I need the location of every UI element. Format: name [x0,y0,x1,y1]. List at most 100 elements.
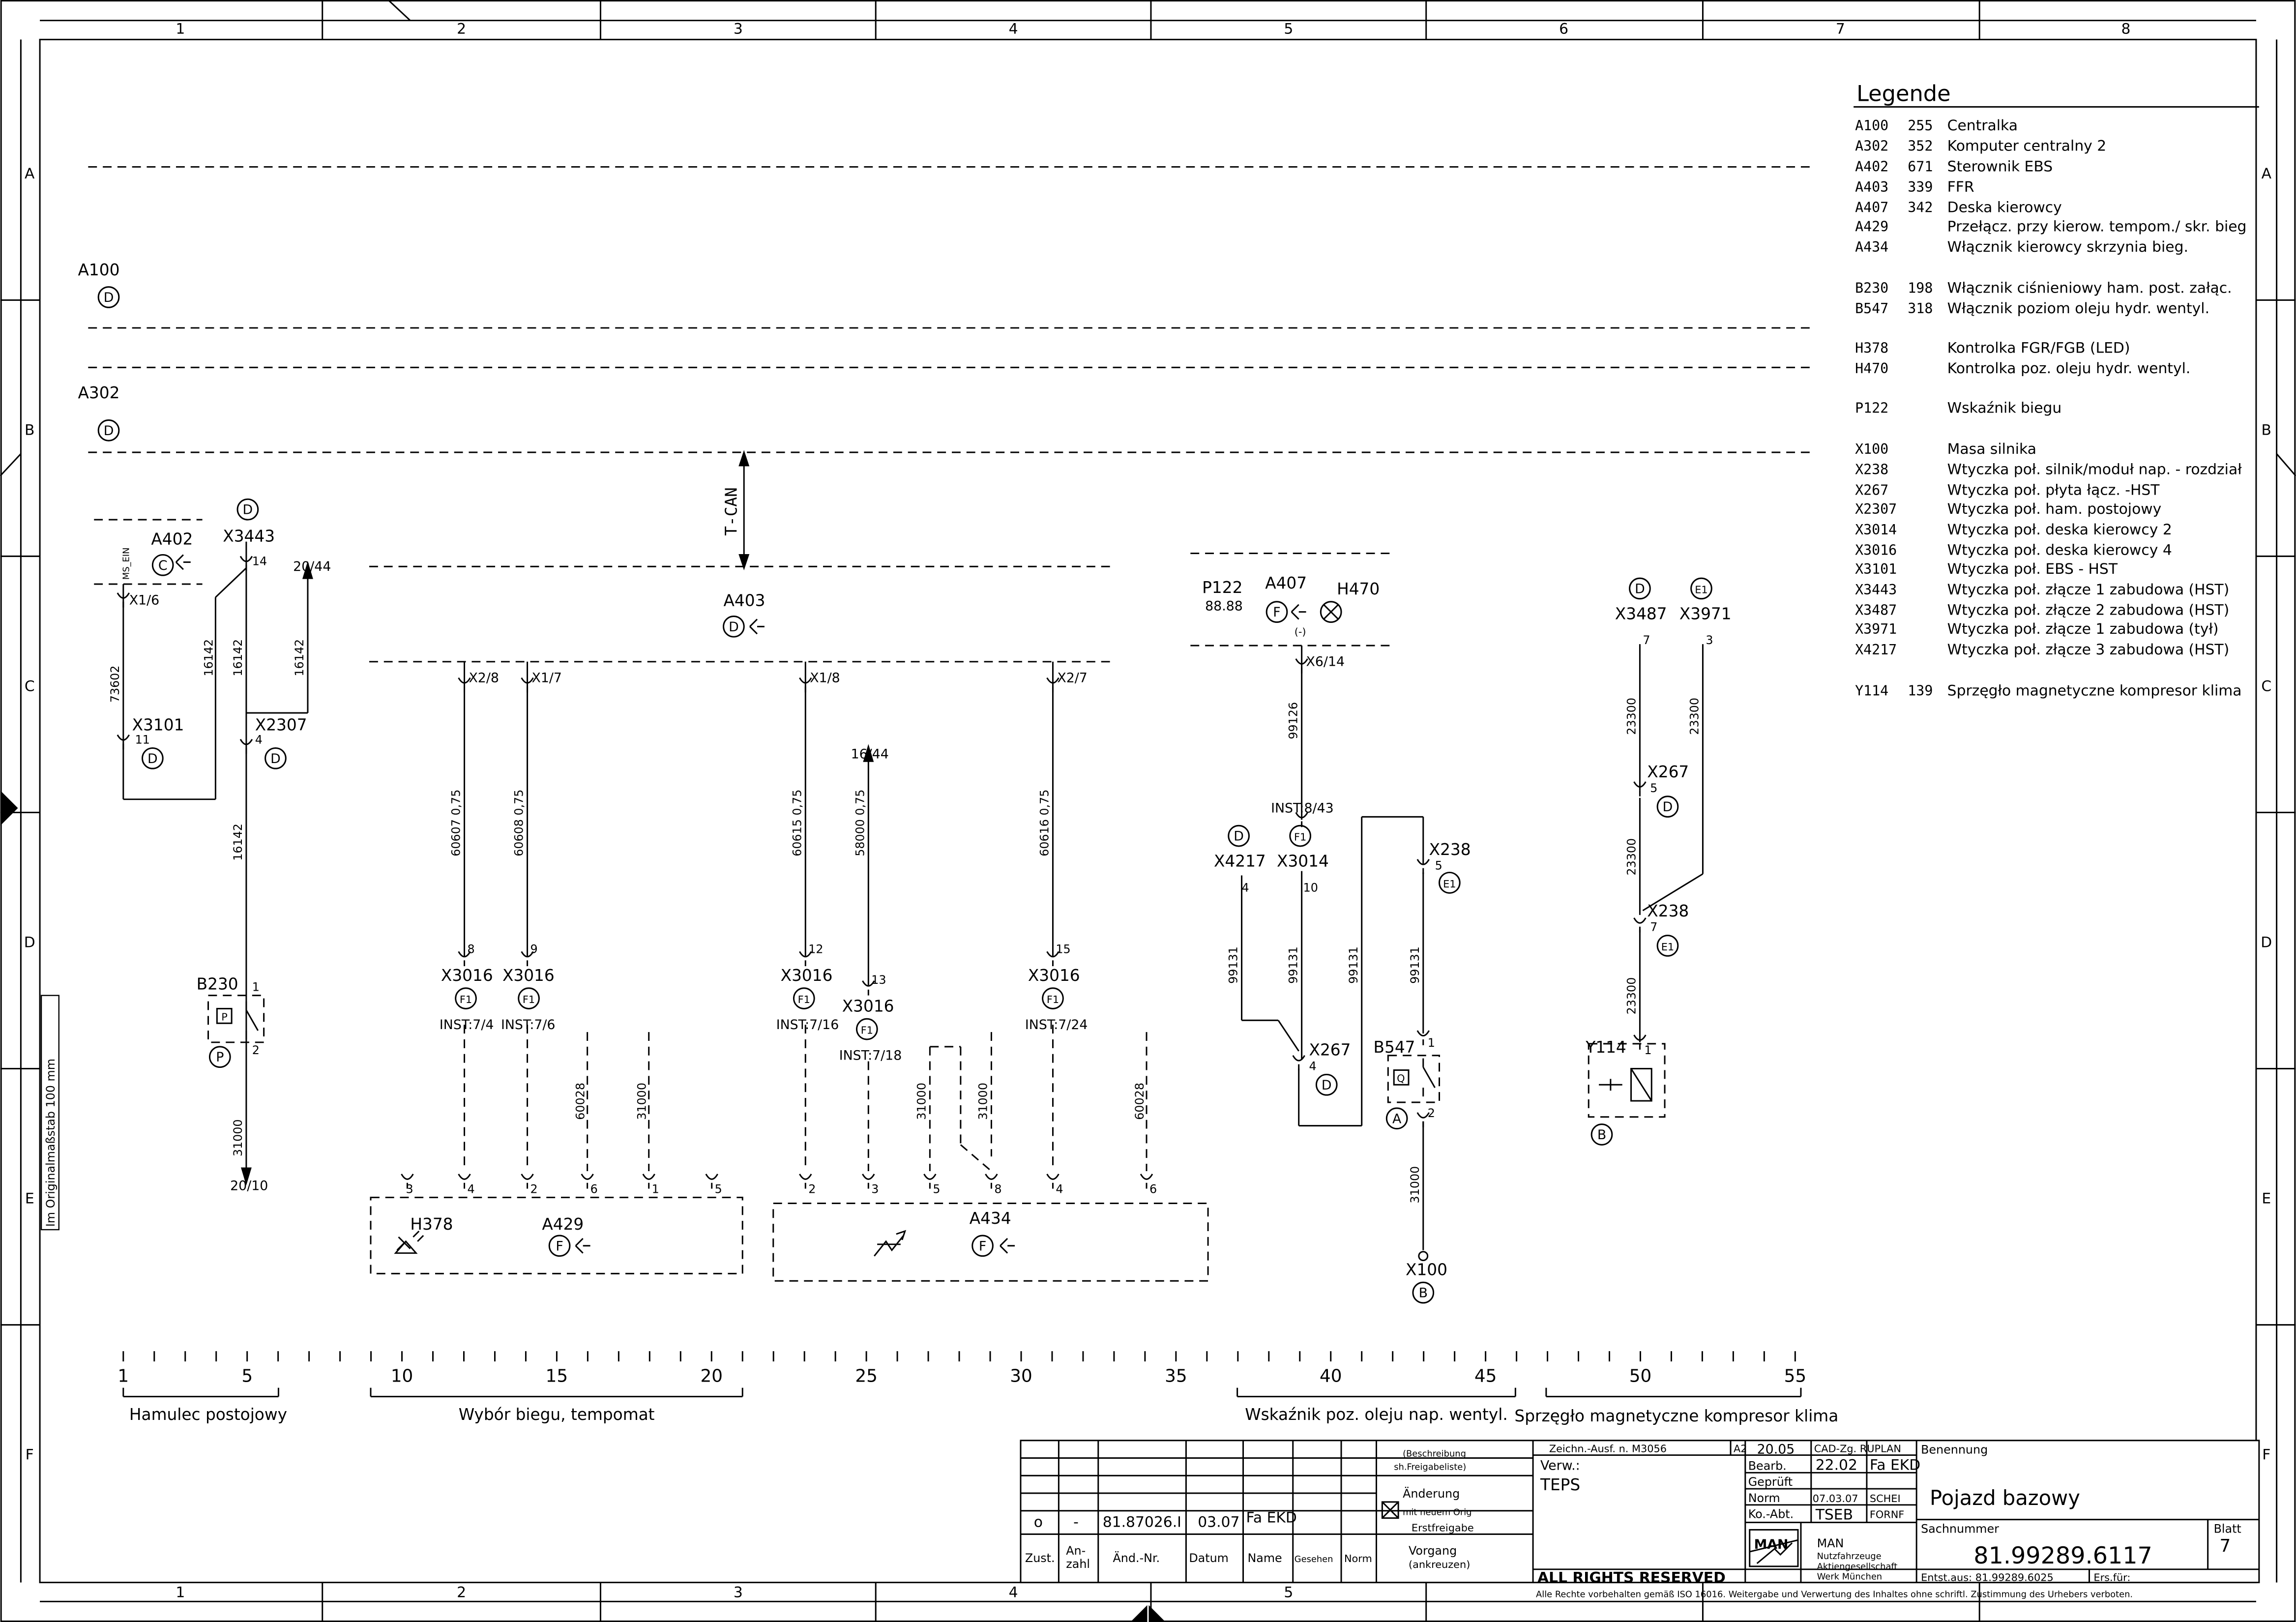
label-x2307: X2307 [255,716,307,735]
label-a100: A100 [78,261,119,279]
tb-bearb-date: 22.02 [1816,1456,1857,1474]
terminal-marker-label: P [216,1050,224,1065]
pin-number: 4 [1309,1060,1317,1073]
wire-99131: 99131 [1227,946,1240,984]
connector-icon [521,677,534,693]
legend-desc: Masa silnika [1947,441,2036,458]
terminal-marker-icon [1412,1281,1435,1304]
pin-number: 6 [1149,1182,1157,1196]
pin-number: 12 [808,942,823,956]
connector-icon [458,1174,471,1189]
wire-23300: 23300 [1688,698,1702,735]
connector-icon [1416,1112,1430,1127]
ruler-label: 40 [1320,1366,1342,1386]
legend-desc: Wtyczka poł. ham. postojowy [1947,501,2162,518]
wire-31000: 31000 [914,1083,928,1120]
tb-benennung-label: Benennung [1921,1443,1988,1457]
label-x3016: X3016 [842,997,894,1015]
terminal-marker-icon [1590,1123,1613,1146]
connector-icon [985,1174,998,1189]
terminal-marker-icon [1629,577,1651,600]
tb-man-4: Werk München [1817,1572,1882,1582]
pin-number: 4 [467,1182,474,1196]
label-tcan: T-CAN [722,487,740,536]
legend-desc: Centralka [1947,117,2018,134]
tb-rev-aendnr: 81.87026.I [1103,1513,1181,1531]
row-label: B [25,421,34,439]
terminal-marker-icon [1690,577,1712,600]
pin-number: 4 [1056,1182,1063,1196]
wire-31000: 31000 [231,1119,245,1156]
wire-23300: 23300 [1624,977,1638,1015]
connector-icon [1633,917,1647,933]
tb-hdr-gesehen: Gesehen [1295,1554,1333,1564]
legend-code: X3016 [1855,542,1897,558]
connector-icon [581,1174,594,1189]
terminal-marker-label: D [1234,829,1244,844]
label-x3016: X3016 [1028,966,1080,985]
tb-hdr-name: Name [1247,1551,1282,1565]
pin-number: 2 [252,1043,260,1057]
legend-code: X2307 [1855,501,1897,517]
label-x100: X100 [1406,1260,1447,1279]
label-x238b: X238 [1647,902,1689,920]
ruler-label: 55 [1784,1366,1806,1386]
pin-number: 5 [1650,781,1657,795]
switch-box-h378-a429 [370,1197,743,1274]
ruler-label: 30 [1010,1366,1032,1386]
legend-desc: Wtyczka poł. silnik/moduł nap. - rozdzia… [1947,461,2242,478]
wire-60607: 60607 0,75 [449,790,463,856]
legend-desc: Wtyczka poł. płyta łącz. -HST [1947,481,2160,499]
tb-rev-datum: 03.07 [1198,1513,1239,1531]
b547-symbol: Q [1397,1072,1405,1084]
connector-icon [1140,1174,1153,1189]
y114-box [1588,1043,1666,1118]
pin-number: 14 [252,554,267,568]
terminal-marker-label: D [243,502,253,518]
wire-99131: 99131 [1347,946,1360,984]
label-x3016: X3016 [441,966,493,985]
legend-desc: Deska kierowcy [1947,199,2062,216]
wire-31000: 31000 [976,1083,990,1120]
tb-koabt-name: FORNF [1870,1509,1904,1521]
tb-verw: TEPS [1540,1475,1580,1494]
legend-title: Legende [1856,81,1951,106]
legend-desc: Wskaźnik biegu [1947,400,2062,417]
tb-koabt-val: TSEB [1815,1506,1853,1524]
legend-desc: Sprzęgło magnetyczne kompresor klima [1947,682,2242,699]
contact-icon [575,1238,590,1254]
tb-ers: Ers.für: [2093,1572,2130,1584]
pin-number: 11 [135,733,150,747]
column-dividers [322,0,1980,1622]
wire-16142: 16142 [231,824,245,861]
col-label: 7 [1836,20,1845,37]
legend-num: 342 [1908,200,1933,216]
tb-rev-zust: o [1034,1513,1043,1531]
label-inst-7-16: INST:7/16 [776,1017,839,1032]
ruler-label: 45 [1474,1366,1497,1386]
terminal-marker-icon [142,747,164,769]
bus-lines [88,166,1816,663]
col-label: 8 [2121,20,2130,37]
pin-number: 4 [1242,881,1249,894]
tb-zeichn: Zeichn.-Ausf. n. M3056 [1549,1443,1667,1455]
coil-icon [1630,1068,1652,1102]
row-label: B [2262,421,2271,439]
title-block [1020,1440,2260,1584]
legend-num: 255 [1908,118,1933,134]
label-x1-8: X1/8 [810,670,840,685]
legend-desc: Włącznik poziom oleju hydr. wentyl. [1947,300,2209,317]
tb-hdr-datum: Datum [1189,1551,1229,1565]
connector-icon [1416,858,1430,874]
legend-num: 198 [1908,280,1933,296]
tb-verw-label: Verw.: [1540,1458,1580,1473]
connector-icon [458,677,471,693]
legend-desc: Komputer centralny 2 [1947,138,2107,155]
terminal-marker-label: B [1597,1127,1606,1143]
legend-code: B547 [1855,300,1888,317]
pin-number: 2 [808,1182,816,1196]
pin-number: 1 [652,1182,659,1196]
col-label: 2 [457,20,466,37]
label-inst-7-18: INST:7/18 [839,1048,902,1063]
terminal-marker-icon [97,419,120,442]
